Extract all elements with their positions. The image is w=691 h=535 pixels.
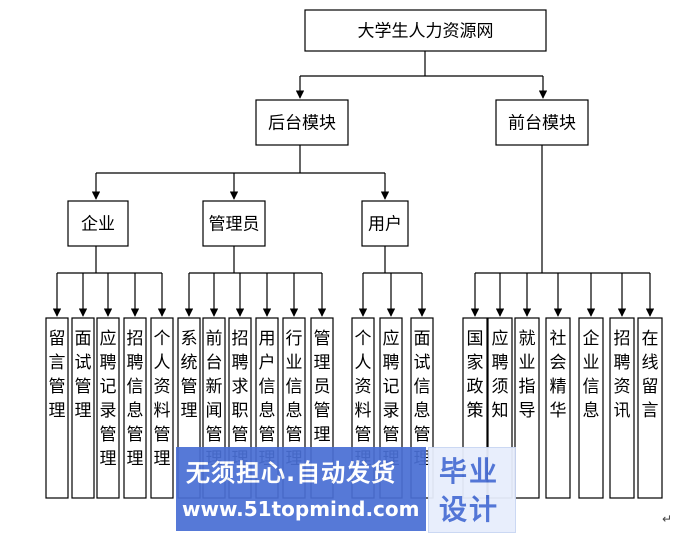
front-leaf-2-label: 就业指导 bbox=[519, 329, 536, 421]
back-module-box-label: 后台模块 bbox=[268, 114, 336, 134]
role-0-leaf-4: 个人资料管理 bbox=[150, 317, 174, 499]
role-0-leaf-3-label: 招聘信息管理 bbox=[127, 329, 144, 469]
front-leaf-0-label: 国家政策 bbox=[467, 329, 484, 421]
role-0-leaf-2-label: 应聘记录管理 bbox=[100, 329, 117, 469]
role-admin-box: 管理员 bbox=[202, 200, 266, 247]
root-title-box: 大学生人力资源网 bbox=[304, 9, 547, 52]
front-leaf-6-label: 在线留言 bbox=[642, 329, 659, 421]
role-user-box: 用户 bbox=[361, 200, 409, 247]
watermark-logo-line1: 毕业 bbox=[439, 455, 500, 488]
role-1-leaf-2-label: 招聘求职管理 bbox=[232, 329, 249, 469]
front-leaf-1-label: 应聘须知 bbox=[492, 329, 509, 421]
front-module-box: 前台模块 bbox=[495, 99, 589, 146]
paragraph-return-mark: ↵ bbox=[662, 512, 673, 526]
role-0-leaf-0-label: 留言管理 bbox=[49, 329, 66, 421]
role-2-leaf-1-label: 应聘记录管理 bbox=[383, 329, 400, 469]
front-leaf-2: 就业指导 bbox=[514, 317, 540, 499]
front-leaf-4: 企业信息 bbox=[578, 317, 604, 499]
front-leaf-3: 社会精华 bbox=[545, 317, 571, 499]
role-0-leaf-1-label: 面试管理 bbox=[75, 329, 92, 421]
front-leaf-5-label: 招聘资讯 bbox=[614, 329, 631, 421]
role-0-leaf-1: 面试管理 bbox=[71, 317, 95, 499]
role-user-box-label: 用户 bbox=[368, 215, 402, 235]
role-0-leaf-0: 留言管理 bbox=[45, 317, 69, 499]
watermark-slogan: 无须担心.自动发货 bbox=[186, 459, 397, 487]
watermark-logo: 毕业 设计 bbox=[428, 447, 516, 533]
root-title-box-label: 大学生人力资源网 bbox=[358, 22, 494, 42]
role-1-leaf-0-label: 系统管理 bbox=[181, 329, 198, 421]
front-leaf-4-label: 企业信息 bbox=[583, 329, 600, 421]
role-enterprise-box-label: 企业 bbox=[81, 215, 115, 235]
front-leaf-6: 在线留言 bbox=[637, 317, 663, 499]
front-leaf-5: 招聘资讯 bbox=[609, 317, 635, 499]
role-0-leaf-4-label: 个人资料管理 bbox=[154, 329, 171, 469]
role-admin-box-label: 管理员 bbox=[209, 215, 260, 235]
role-0-leaf-2: 应聘记录管理 bbox=[96, 317, 120, 499]
watermark-logo-line2: 设计 bbox=[439, 493, 500, 526]
front-leaf-3-label: 社会精华 bbox=[550, 329, 567, 421]
watermark-url: www.51topmind.com bbox=[182, 497, 420, 521]
role-1-leaf-4-label: 行业信息管理 bbox=[286, 329, 303, 469]
watermark-banner: 无须担心.自动发货 www.51topmind.com bbox=[176, 447, 426, 531]
role-1-leaf-5-label: 管理员管理 bbox=[314, 329, 331, 445]
role-enterprise-box: 企业 bbox=[67, 200, 129, 247]
role-0-leaf-3: 招聘信息管理 bbox=[123, 317, 147, 499]
back-module-box: 后台模块 bbox=[255, 99, 349, 146]
front-module-box-label: 前台模块 bbox=[508, 114, 576, 134]
